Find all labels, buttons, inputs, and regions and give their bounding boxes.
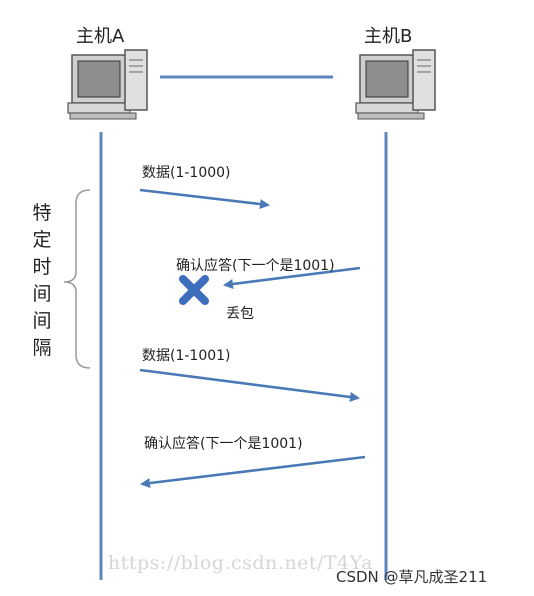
arrow-ack-lost — [223, 266, 361, 289]
credit-label: CSDN @草凡成圣211 — [336, 568, 488, 586]
arrow-data-2 — [139, 368, 360, 402]
interval-char: 特 — [32, 202, 52, 224]
message-ack-2: 确认应答(下一个是1001) — [144, 436, 303, 452]
host-a-label: 主机A — [76, 26, 125, 47]
interval-char: 间 — [32, 310, 52, 332]
interval-char: 间 — [32, 283, 52, 305]
interval-char: 隔 — [32, 337, 52, 359]
message-data-2: 数据(1-1001) — [142, 348, 231, 364]
host-b-label: 主机B — [364, 26, 413, 47]
watermark: https://blog.csdn.net/T4Ya — [108, 552, 374, 574]
message-data-1: 数据(1-1000) — [142, 165, 231, 181]
interval-char: 时 — [32, 256, 52, 278]
arrow-ack-2 — [140, 455, 366, 489]
computer-a-icon — [67, 49, 148, 120]
loss-label: 丢包 — [226, 306, 254, 322]
arrow-data-1 — [139, 188, 270, 210]
message-ack-lost: 确认应答(下一个是1001) — [176, 258, 335, 274]
interval-label: 特 定 时 间 间 隔 — [30, 200, 54, 362]
interval-char: 定 — [32, 229, 52, 251]
x-mark-icon — [179, 275, 209, 305]
interval-bracket — [63, 189, 91, 369]
computer-b-icon — [355, 49, 436, 120]
